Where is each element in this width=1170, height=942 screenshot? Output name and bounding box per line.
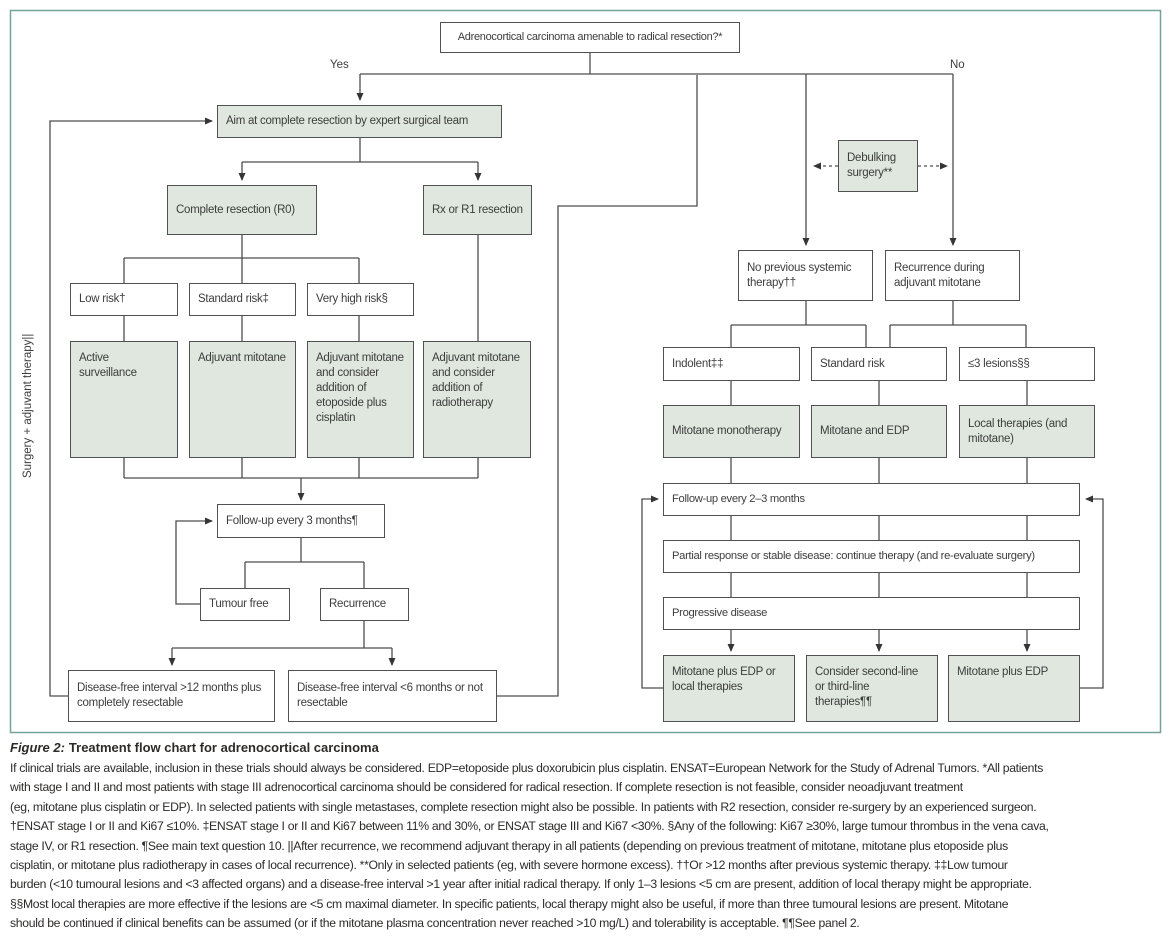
caption-line: If clinical trials are available, inclus… [10,761,1044,775]
node-recurrence: Recurrence [320,588,409,621]
caption-line: stage IV, or R1 resection. ¶See main tex… [10,838,1008,853]
caption-line: §§Most local therapies are more effectiv… [10,896,1009,911]
node-3-or-fewer-lesions: ≤3 lesions§§ [959,347,1095,381]
caption-line: should be continued if clinical benefits… [10,916,860,931]
caption-line: (eg, mitotane plus cisplatin or EDP). In… [10,799,1037,814]
figure-caption: Figure 2:Treatment flow chart for adreno… [10,740,1162,934]
node-standard-risk: Standard risk‡ [189,283,296,316]
caption-line: cisplatin, or mitotane plus radiotherapy… [10,858,1008,873]
caption-line: burden (<10 tumoural lesions and <3 affe… [10,877,1032,892]
node-rx-r1-resection: Rx or R1 resection [423,185,532,235]
node-mitotane-monotherapy: Mitotane monotherapy [663,405,800,458]
node-progressive-disease: Progressive disease [663,597,1080,630]
node-very-high-risk: Very high risk§ [307,283,414,316]
node-followup-2-3-months: Follow-up every 2–3 months [663,483,1080,516]
node-indolent: Indolent‡‡ [663,347,800,381]
caption-line: †ENSAT stage I or II and Ki67 ≤10%. ‡ENS… [10,819,1049,834]
node-second-third-line: Consider second-line or third-line thera… [806,655,938,722]
node-dfi-over-12-months: Disease-free interval >12 months plus co… [68,670,275,722]
node-tumour-free: Tumour free [200,588,290,621]
side-label-surgery-adjuvant: Surgery + adjuvant therapy|| [22,333,34,478]
node-low-risk: Low risk† [70,283,178,316]
flow-connectors [9,9,1162,734]
node-active-surveillance: Active surveillance [70,341,178,458]
node-mitotane-plus-edp: Mitotane plus EDP [948,655,1080,722]
node-complete-resection-r0: Complete resection (R0) [167,185,317,235]
node-dfi-under-6-months: Disease-free interval <6 months or not r… [288,670,497,722]
caption-line: with stage I and II and most patients wi… [10,780,963,795]
node-adjuvant-mitotane-radiotherapy: Adjuvant mitotane and consider addition … [423,341,531,458]
node-aim-complete-resection: Aim at complete resection by expert surg… [217,105,502,138]
node-recurrence-during-adjuvant-mitotane: Recurrence during adjuvant mitotane [885,250,1020,301]
caption-title: Figure 2:Treatment flow chart for adreno… [10,740,1162,755]
node-mitotane-and-edp: Mitotane and EDP [811,405,947,458]
node-adjuvant-mitotane-etoposide-cisplatin: Adjuvant mitotane and consider addition … [307,341,414,458]
node-no-previous-systemic-therapy: No previous systemic therapy†† [738,250,873,301]
node-local-therapies: Local therapies (and mitotane) [959,405,1095,458]
branch-label-no: No [950,59,965,71]
node-debulking-surgery: Debulking surgery** [838,140,918,192]
caption-title-text: Treatment flow chart for adrenocortical … [68,740,379,755]
node-adjuvant-mitotane: Adjuvant mitotane [189,341,296,458]
node-mitotane-edp-or-local: Mitotane plus EDP or local therapies [663,655,795,722]
node-followup-3-months: Follow-up every 3 months¶ [217,504,385,538]
node-partial-response: Partial response or stable disease: cont… [663,540,1080,573]
caption-figure-label: Figure 2: [10,740,65,755]
branch-label-yes: Yes [330,59,349,71]
node-standard-risk-right: Standard risk [811,347,947,381]
node-root-question: Adrenocortical carcinoma amenable to rad… [440,22,740,53]
